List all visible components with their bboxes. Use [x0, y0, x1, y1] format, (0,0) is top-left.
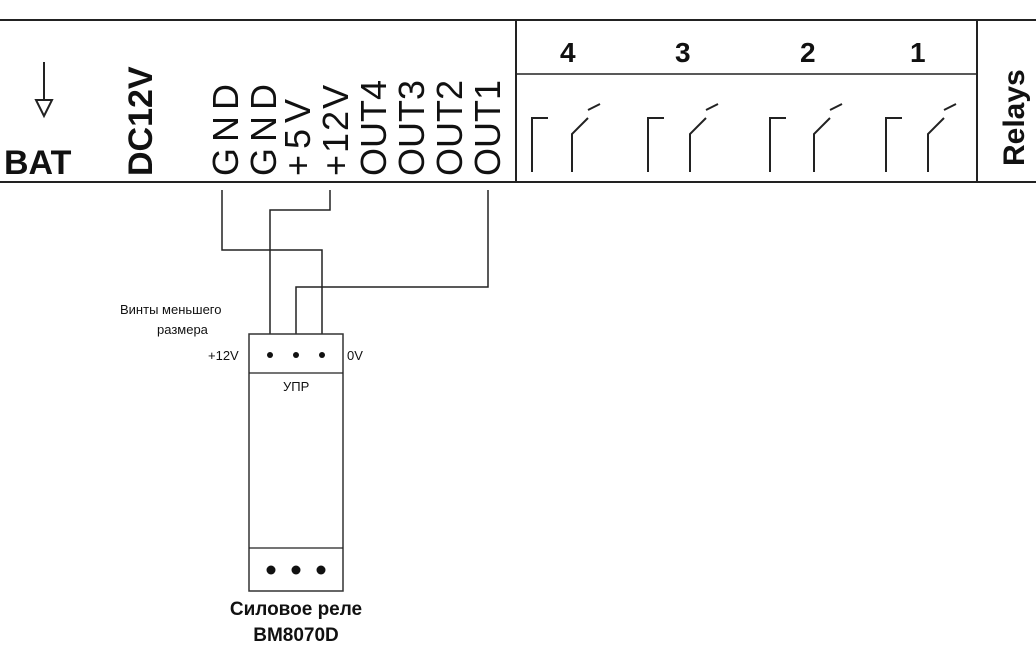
terminal-plus5v: +5V [277, 93, 318, 176]
dc12v-label: DC12V [122, 66, 160, 176]
terminal-dot-0v [319, 352, 325, 358]
terminal-out3: OUT3 [391, 80, 432, 176]
terminal-labels: GND GND +5V +12V OUT4 OUT3 OUT2 OUT1 [205, 78, 508, 176]
wire-gnd [221, 190, 323, 355]
wires [221, 190, 489, 355]
terminal-out2: OUT2 [429, 80, 470, 176]
relay-contact-2-icon [769, 103, 843, 172]
terminal-gnd-2: GND [243, 78, 284, 176]
module-name-line2: BM8070D [253, 625, 339, 646]
terminal-out4: OUT4 [353, 80, 394, 176]
power-terminal-dot [316, 565, 326, 575]
relays-label: Relays [998, 69, 1031, 166]
terminal-plus12v: +12V [315, 83, 356, 176]
relay-number-1: 1 [910, 37, 926, 68]
relay-contact-symbols [531, 103, 957, 172]
terminal-out1: OUT1 [467, 80, 508, 176]
battery-arrow-icon [34, 62, 54, 119]
module-name-line1: Силовое реле [230, 599, 362, 620]
terminal-dot-control [293, 352, 299, 358]
relay-contact-3-icon [647, 103, 719, 172]
right-pin-label: 0V [347, 348, 363, 363]
wire-plus12v [269, 190, 331, 355]
relay-numbers: 4 3 2 1 [560, 37, 926, 68]
bat-label: BAT [4, 144, 72, 182]
power-terminal-dot [291, 565, 301, 575]
relay-number-2: 2 [800, 37, 816, 68]
relay-contact-1-icon [885, 103, 957, 172]
relay-number-3: 3 [675, 37, 691, 68]
terminal-gnd-1: GND [205, 78, 246, 176]
relay-number-4: 4 [560, 37, 576, 68]
terminal-dot-plus12v [267, 352, 273, 358]
left-pin-label: +12V [208, 348, 239, 363]
power-terminals [266, 565, 326, 575]
screws-note-line1: Винты меньшего [120, 302, 222, 317]
relay-module: УПР [248, 333, 344, 592]
control-label: УПР [283, 379, 309, 394]
wire-out1 [295, 190, 489, 355]
control-terminals [267, 352, 325, 358]
relay-contact-4-icon [531, 103, 601, 172]
power-terminal-dot [266, 565, 276, 575]
controller-panel [0, 19, 1036, 183]
screws-note-line2: размера [157, 322, 209, 337]
